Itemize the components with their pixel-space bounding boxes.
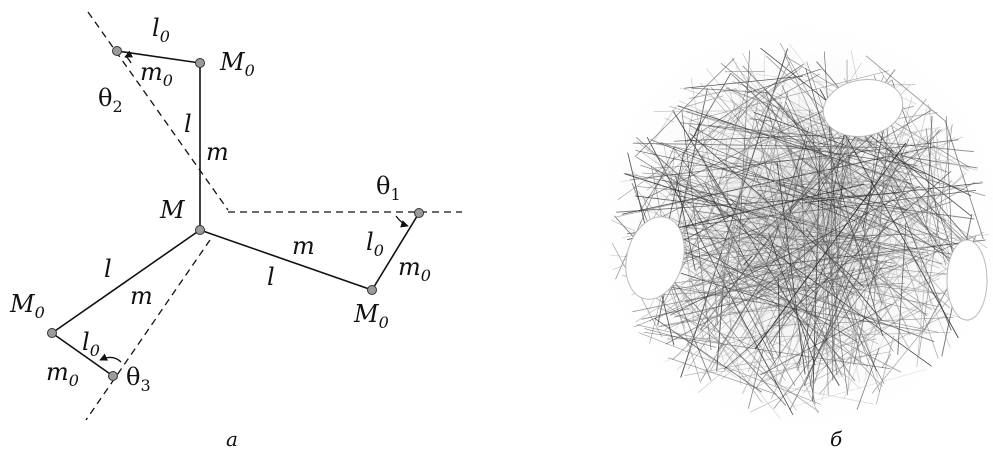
node-top-end <box>113 47 122 56</box>
label-M0-left: M0 <box>9 290 45 322</box>
theta3-arrow <box>100 357 121 362</box>
label-theta1: θ1 <box>376 172 401 204</box>
label-l0-right: l0 <box>366 228 384 260</box>
label-M0-right: M0 <box>353 300 389 332</box>
label-theta3: θ3 <box>126 363 151 395</box>
label-M0-top: M0 <box>219 48 255 80</box>
label-l-top: l <box>184 110 192 138</box>
node-left <box>48 329 57 338</box>
label-M-center: M <box>159 196 186 224</box>
theta1-arrow <box>396 216 408 226</box>
caption-a: а <box>226 427 238 451</box>
panel-b-trajectory-figure: б <box>600 25 993 451</box>
label-l0-left: l0 <box>82 328 100 360</box>
node-right <box>368 286 377 295</box>
label-m0-left: m0 <box>46 358 79 390</box>
node-left-end <box>109 372 118 381</box>
label-m0-right: m0 <box>398 253 431 285</box>
labels: l0 M0 m0 θ2 l m M θ1 m l l0 m0 M0 l m M0… <box>9 14 431 395</box>
label-l-right: l <box>267 263 275 291</box>
theta2-arrow <box>125 57 131 63</box>
node-top <box>196 59 205 68</box>
label-m-top: m <box>206 138 229 166</box>
label-m-right: m <box>292 232 315 260</box>
node-center <box>196 226 205 235</box>
panel-a-mechanism: l0 M0 m0 θ2 l m M θ1 m l l0 m0 M0 l m M0… <box>9 12 462 451</box>
opening-right <box>947 240 987 320</box>
rod-left <box>52 230 200 333</box>
caption-b: б <box>830 427 843 451</box>
label-theta2: θ2 <box>98 84 123 116</box>
rod-right <box>200 230 372 290</box>
label-l0-top: l0 <box>152 14 170 46</box>
label-m-left: m <box>130 282 153 310</box>
label-m0-top: m0 <box>140 58 173 90</box>
node-right-end <box>415 209 424 218</box>
label-l-left: l <box>104 255 112 283</box>
